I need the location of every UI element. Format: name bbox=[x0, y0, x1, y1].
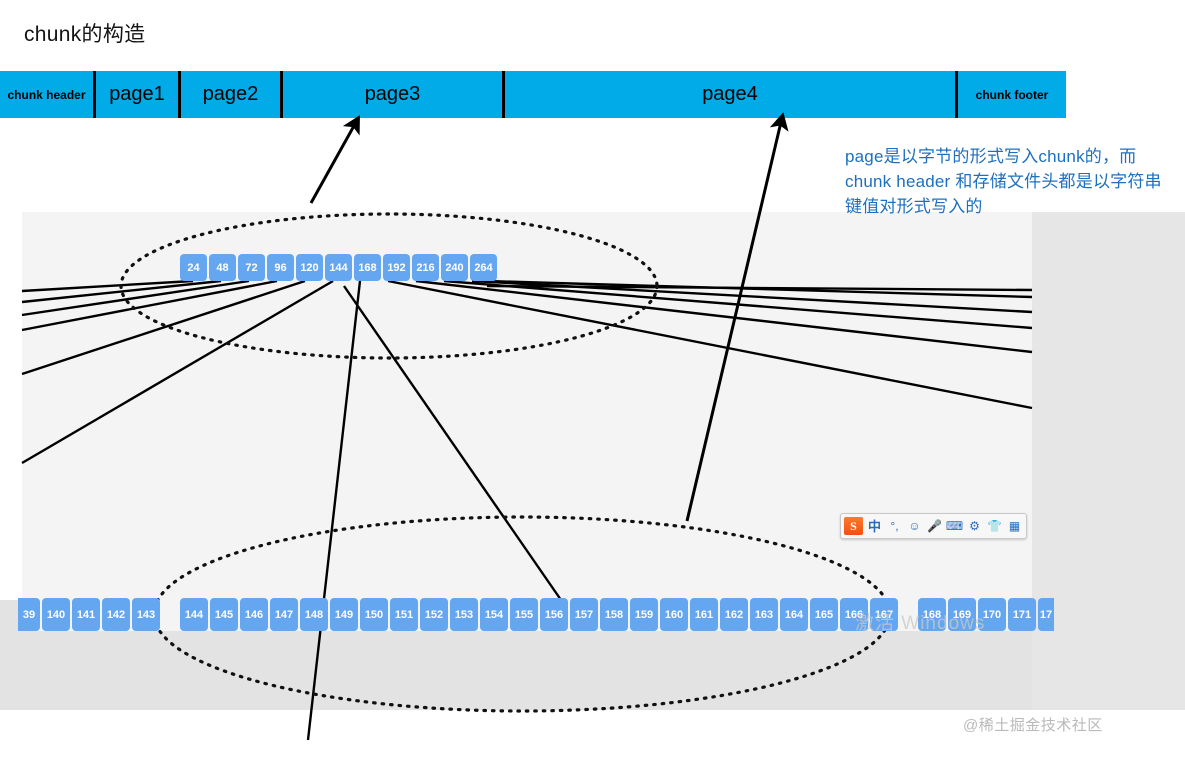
byte-cell[interactable]: 143 bbox=[132, 598, 160, 631]
offset-cell[interactable]: 240 bbox=[441, 254, 468, 281]
byte-cell[interactable]: 162 bbox=[720, 598, 748, 631]
byte-cell-clipped[interactable]: 17 bbox=[1038, 598, 1054, 631]
byte-cell[interactable]: 152 bbox=[420, 598, 448, 631]
byte-cell[interactable]: 145 bbox=[210, 598, 238, 631]
diagram-panel-outer-shade bbox=[1032, 212, 1185, 710]
offset-cell[interactable]: 120 bbox=[296, 254, 323, 281]
byte-cell[interactable]: 155 bbox=[510, 598, 538, 631]
byte-cell[interactable]: 140 bbox=[42, 598, 70, 631]
byte-cell-row: 39 140 141 142 143 144 145 146 147 148 1… bbox=[18, 598, 1054, 631]
skin-picker-icon[interactable]: 👕 bbox=[987, 519, 1002, 533]
byte-cell[interactable]: 151 bbox=[390, 598, 418, 631]
chunk-segment-page2[interactable]: page2 bbox=[181, 71, 283, 118]
byte-cell[interactable]: 158 bbox=[600, 598, 628, 631]
byte-cell[interactable]: 163 bbox=[750, 598, 778, 631]
voice-input-icon[interactable]: 🎤 bbox=[927, 519, 942, 533]
offset-cell[interactable]: 96 bbox=[267, 254, 294, 281]
byte-cell[interactable]: 156 bbox=[540, 598, 568, 631]
toolbox-icon[interactable]: ⚙ bbox=[969, 519, 980, 533]
byte-cell[interactable]: 166 bbox=[840, 598, 868, 631]
offset-cell[interactable]: 216 bbox=[412, 254, 439, 281]
byte-cell[interactable]: 170 bbox=[978, 598, 1006, 631]
offset-cell[interactable]: 24 bbox=[180, 254, 207, 281]
byte-row-gap bbox=[162, 598, 178, 631]
sogou-ime-toolbar[interactable]: S 中 °, ☺ 🎤 ⌨ ⚙ 👕 ▦ bbox=[840, 513, 1027, 539]
byte-cell[interactable]: 149 bbox=[330, 598, 358, 631]
arrow-to-page3 bbox=[309, 115, 360, 204]
byte-cell[interactable]: 169 bbox=[948, 598, 976, 631]
chunk-segment-chunk-footer[interactable]: chunk footer bbox=[958, 71, 1066, 118]
offset-cell-row: 24 48 72 96 120 144 168 192 216 240 264 bbox=[180, 254, 497, 281]
byte-cell[interactable]: 159 bbox=[630, 598, 658, 631]
byte-cell[interactable]: 167 bbox=[870, 598, 898, 631]
emoji-picker-icon[interactable]: ☺ bbox=[908, 519, 921, 533]
byte-cell[interactable]: 165 bbox=[810, 598, 838, 631]
byte-cell-clipped[interactable]: 39 bbox=[18, 598, 40, 631]
soft-keyboard-icon[interactable]: ⌨ bbox=[945, 519, 964, 533]
activate-windows-watermark: 激活 Windows bbox=[855, 613, 986, 634]
diagram-canvas bbox=[22, 212, 1032, 631]
annotation-note: page是以字节的形式写入chunk的，而chunk header 和存储文件头… bbox=[845, 147, 1162, 217]
offset-cell[interactable]: 144 bbox=[325, 254, 352, 281]
chunk-segment-chunk-header[interactable]: chunk header bbox=[0, 71, 96, 118]
byte-cell[interactable]: 157 bbox=[570, 598, 598, 631]
chunk-segment-page3[interactable]: page3 bbox=[283, 71, 505, 118]
chunk-structure-bar: chunk header page1 page2 page3 page4 chu… bbox=[0, 71, 1066, 118]
punctuation-toggle-icon[interactable]: °, bbox=[890, 519, 899, 533]
byte-cell[interactable]: 147 bbox=[270, 598, 298, 631]
byte-cell[interactable]: 142 bbox=[102, 598, 130, 631]
byte-cell[interactable]: 141 bbox=[72, 598, 100, 631]
offset-cell[interactable]: 264 bbox=[470, 254, 497, 281]
byte-cell[interactable]: 144 bbox=[180, 598, 208, 631]
byte-cell[interactable]: 160 bbox=[660, 598, 688, 631]
more-apps-icon[interactable]: ▦ bbox=[1008, 519, 1021, 533]
byte-cell[interactable]: 171 bbox=[1008, 598, 1036, 631]
chunk-segment-page1[interactable]: page1 bbox=[96, 71, 181, 118]
byte-cell[interactable]: 168 bbox=[918, 598, 946, 631]
offset-cell[interactable]: 72 bbox=[238, 254, 265, 281]
site-watermark: @稀土掘金技术社区 bbox=[963, 717, 1103, 734]
byte-cell[interactable]: 164 bbox=[780, 598, 808, 631]
byte-cell[interactable]: 153 bbox=[450, 598, 478, 631]
byte-cell[interactable]: 154 bbox=[480, 598, 508, 631]
sogou-logo-icon[interactable]: S bbox=[844, 517, 863, 535]
chunk-segment-page4[interactable]: page4 bbox=[505, 71, 958, 118]
byte-cell[interactable]: 148 bbox=[300, 598, 328, 631]
offset-cell[interactable]: 192 bbox=[383, 254, 410, 281]
byte-cell[interactable]: 161 bbox=[690, 598, 718, 631]
chinese-mode-icon[interactable]: 中 bbox=[867, 518, 881, 534]
page-title: chunk的构造 bbox=[24, 23, 146, 46]
byte-cell[interactable]: 146 bbox=[240, 598, 268, 631]
offset-cell[interactable]: 168 bbox=[354, 254, 381, 281]
offset-cell[interactable]: 48 bbox=[209, 254, 236, 281]
byte-cell[interactable]: 150 bbox=[360, 598, 388, 631]
